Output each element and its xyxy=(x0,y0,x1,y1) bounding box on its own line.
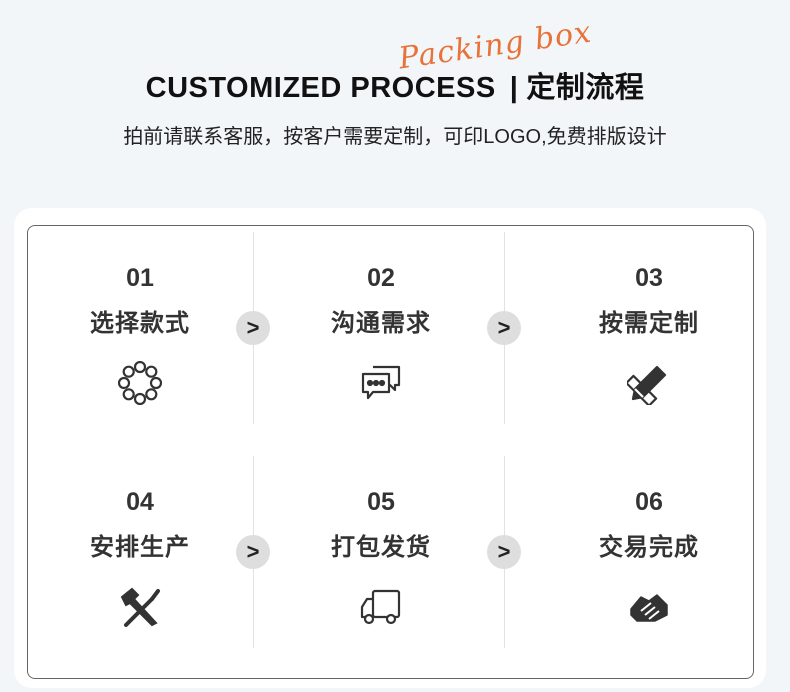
step-complete: 06 交易完成 xyxy=(549,485,749,629)
step-select-style: 01 选择款式 xyxy=(40,261,240,406)
next-arrow: > xyxy=(236,311,270,345)
step-number: 05 xyxy=(367,488,395,516)
step-number: 04 xyxy=(126,488,154,516)
subtitle: 拍前请联系客服，按客户需要定制，可印LOGO,免费排版设计 xyxy=(123,126,667,148)
hammer-screwdriver-icon xyxy=(118,585,162,629)
step-number: 03 xyxy=(635,264,663,292)
step-label: 选择款式 xyxy=(90,310,190,337)
next-arrow: > xyxy=(236,535,270,569)
step-label: 打包发货 xyxy=(331,534,431,561)
step-production: 04 安排生产 xyxy=(40,485,240,629)
delivery-truck-icon xyxy=(359,585,403,629)
step-shipping: 05 打包发货 xyxy=(281,485,481,629)
page-title: CUSTOMIZED PROCESS |定制流程 xyxy=(0,64,790,106)
step-number: 06 xyxy=(635,488,663,516)
step-label: 按需定制 xyxy=(599,310,699,337)
step-communicate: 02 沟通需求 xyxy=(281,261,481,405)
title-separator: | xyxy=(509,72,519,104)
step-number: 01 xyxy=(126,264,154,292)
step-number: 02 xyxy=(367,264,395,292)
step-label: 安排生产 xyxy=(90,534,190,561)
title-en: CUSTOMIZED PROCESS xyxy=(145,72,496,104)
step-label: 沟通需求 xyxy=(331,310,431,337)
step-customize: 03 按需定制 xyxy=(549,261,749,407)
pencil-ruler-icon xyxy=(625,361,671,407)
chat-bubbles-icon xyxy=(359,361,403,405)
next-arrow: > xyxy=(487,535,521,569)
step-label: 交易完成 xyxy=(599,534,699,561)
ring-of-circles-icon xyxy=(117,360,163,406)
title-cn: 定制流程 xyxy=(526,72,645,104)
handshake-icon xyxy=(627,585,671,629)
next-arrow: > xyxy=(487,311,521,345)
